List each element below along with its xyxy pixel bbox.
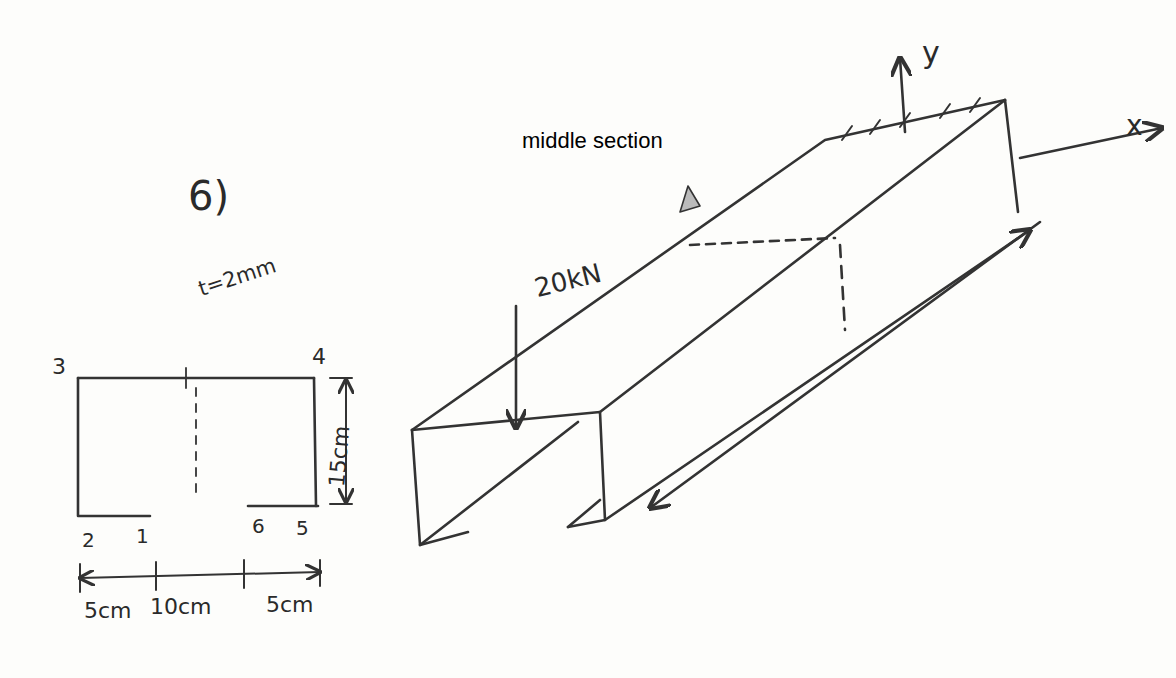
- sketch-stroke: [690, 238, 835, 245]
- sketch-stroke: [1005, 100, 1018, 212]
- sketch-stroke: [314, 378, 316, 506]
- sketch-stroke: [650, 222, 1040, 508]
- dimension-label: 15cm: [326, 425, 353, 488]
- axis-arrows: [900, 58, 1162, 158]
- point-label: 4: [312, 346, 326, 368]
- axis-label: y: [922, 38, 940, 68]
- thickness-label: t=2mm: [196, 255, 279, 300]
- cross-section: [78, 368, 318, 516]
- sketch-stroke: [515, 306, 518, 428]
- dimension-label: 10cm: [150, 596, 212, 618]
- sketch-stroke: [195, 388, 197, 495]
- sketch-stroke: [680, 186, 700, 212]
- dimension-label: 5cm: [84, 600, 132, 622]
- sketch-stroke: [900, 58, 905, 132]
- sketch-stroke: [80, 572, 320, 578]
- problem-number: 6): [188, 176, 229, 216]
- axis-label: x: [1126, 112, 1143, 140]
- sketch-stroke: [78, 378, 150, 516]
- channel-beam: [412, 98, 1040, 545]
- sketch-stroke: [78, 377, 314, 380]
- sketch-stroke: [840, 245, 845, 330]
- sketch-stroke: [605, 230, 1030, 520]
- load-label: 20kN: [532, 260, 604, 302]
- sketch-stroke: [180, 368, 190, 388]
- point-label: 1: [136, 526, 149, 546]
- dimension-label: 5cm: [266, 594, 314, 616]
- point-label: 2: [82, 530, 95, 550]
- section-note: middle section: [522, 130, 663, 152]
- sketch-stroke: [412, 430, 468, 545]
- point-label: 5: [296, 518, 309, 538]
- point-label: 3: [52, 356, 66, 378]
- sketch-stroke: [842, 98, 980, 140]
- load-arrow: [516, 186, 700, 428]
- sketch-stroke: [420, 422, 578, 545]
- sketch-stroke: [248, 505, 318, 508]
- point-label: 6: [252, 516, 265, 536]
- sketch-stroke: [568, 500, 600, 527]
- sketch-stroke: [412, 100, 1005, 430]
- sketch-stroke: [80, 560, 320, 592]
- sketch-stroke: [412, 412, 605, 527]
- dimension-lines: [80, 378, 352, 592]
